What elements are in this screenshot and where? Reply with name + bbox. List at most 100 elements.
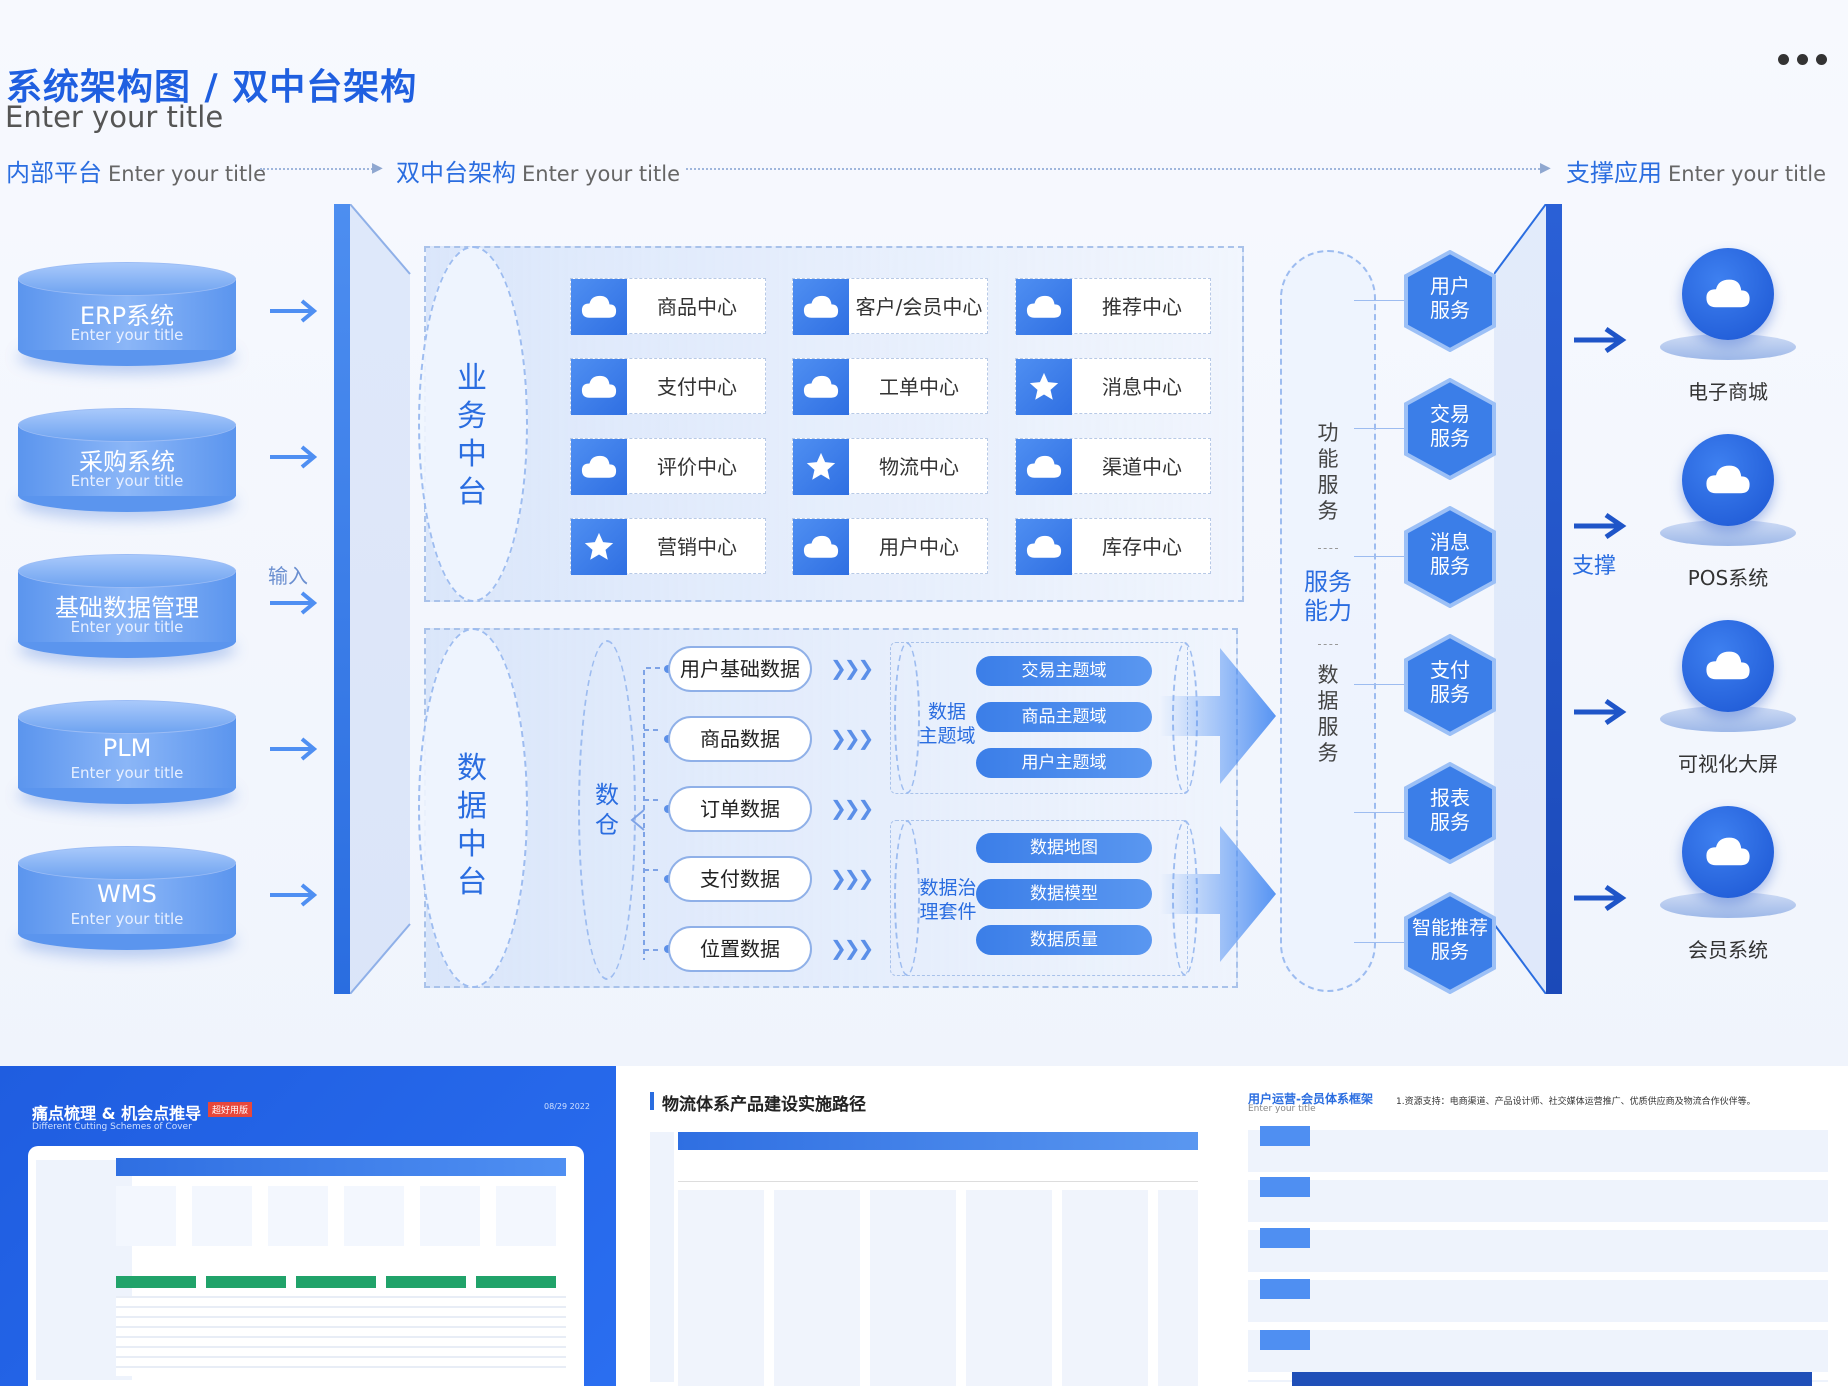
chevrons-icon: ❯❯❯	[830, 726, 874, 750]
cloud-icon	[571, 279, 627, 335]
thumbnail-pain-points[interactable]: 痛点梳理 & 机会点推导 超好用版 Different Cutting Sche…	[0, 1066, 616, 1386]
service-hexagon[interactable]: 用户 服务	[1404, 249, 1496, 353]
data-item-pill[interactable]: 用户基础数据	[668, 646, 812, 692]
thumb2-title: 物流体系产品建设实施路径	[662, 1095, 866, 1115]
business-module[interactable]: 商品中心	[570, 278, 766, 335]
cylinder-top	[18, 554, 236, 588]
service-hexagon[interactable]: 消息 服务	[1404, 505, 1496, 609]
data-item-pill[interactable]: 商品数据	[668, 716, 812, 762]
system-name: ERP系统	[79, 302, 175, 330]
governance-pill[interactable]: 数据模型	[976, 879, 1152, 909]
business-module[interactable]: 评价中心	[570, 438, 766, 495]
business-module[interactable]: 库存中心	[1015, 518, 1211, 575]
system-subtitle: Enter your title	[70, 326, 184, 344]
service-label: 交易 服务	[1430, 402, 1470, 450]
topic-domain-pill[interactable]: 用户主题域	[976, 748, 1152, 778]
business-module[interactable]: 支付中心	[570, 358, 766, 415]
thumb1-header-band	[116, 1158, 566, 1176]
business-platform-oval	[418, 246, 528, 602]
business-platform-label: 业务中台	[452, 360, 492, 512]
module-label: 营销中心	[657, 535, 737, 559]
label-char: 台	[457, 865, 487, 900]
data-platform-label: 数据中台	[452, 750, 492, 902]
cloud-icon[interactable]	[1682, 806, 1774, 898]
service-connector	[1354, 556, 1404, 557]
chevrons-icon: ❯❯❯	[830, 936, 874, 960]
business-module[interactable]: 客户/会员中心	[792, 278, 988, 335]
cloud-icon	[793, 519, 849, 575]
service-capability-label: 服务 能力	[1304, 568, 1352, 625]
service-connector	[1354, 428, 1404, 429]
data-service-label: 数 据 服 务	[1317, 663, 1339, 765]
module-label: 评价中心	[657, 455, 737, 479]
arrow-head-icon: ▶	[372, 160, 383, 176]
thumb1-tag: 超好用版	[208, 1102, 253, 1117]
arrow-right-icon	[1572, 512, 1628, 544]
service-hexagon[interactable]: 报表 服务	[1404, 761, 1496, 865]
label-char: 数	[457, 751, 487, 786]
business-module[interactable]: 物流中心	[792, 438, 988, 495]
capability-divider	[1318, 548, 1338, 549]
thumbnail-logistics-path[interactable]: 物流体系产品建设实施路径	[616, 1066, 1232, 1386]
service-hexagon[interactable]: 交易 服务	[1404, 377, 1496, 481]
business-module[interactable]: 用户中心	[792, 518, 988, 575]
label-char: 数	[595, 781, 619, 809]
input-bar	[334, 204, 350, 994]
cloud-icon	[571, 439, 627, 495]
app-label: 会员系统	[1688, 938, 1768, 962]
module-label: 渠道中心	[1102, 455, 1182, 479]
cylinder-top	[18, 846, 236, 880]
arrow-right-icon	[268, 590, 320, 616]
label-char: 台	[457, 475, 487, 510]
module-label: 库存中心	[1102, 535, 1182, 559]
thumb1-green-row	[116, 1276, 566, 1288]
topic-oval-left	[894, 642, 920, 794]
cloud-icon[interactable]	[1682, 620, 1774, 712]
chevrons-icon: ❯❯❯	[830, 656, 874, 680]
gov-oval-left	[894, 820, 920, 976]
business-module[interactable]: 渠道中心	[1015, 438, 1211, 495]
thumb2-side	[650, 1132, 674, 1382]
app-label: 电子商城	[1688, 380, 1768, 404]
cloud-icon[interactable]	[1682, 434, 1774, 526]
thumb3-title: 用户运营-会员体系框架	[1248, 1092, 1373, 1106]
thumb1-card	[28, 1146, 584, 1386]
governance-label: 数据治 理套件	[919, 877, 977, 923]
thumb3-note: 1.资源支持：电商渠道、产品设计师、社交媒体运营推广、优质供应商及物流合作伙伴等…	[1396, 1097, 1756, 1107]
topic-domain-pill[interactable]: 交易主题域	[976, 656, 1152, 686]
cloud-icon	[1016, 519, 1072, 575]
thumb1-sub: Different Cutting Schemes of Cover	[32, 1122, 192, 1132]
section-middle-title: 双中台架构	[396, 159, 516, 187]
thumbnail-member-ops[interactable]: 用户运营-会员体系框架 Enter your title 1.资源支持：电商渠道…	[1232, 1066, 1848, 1386]
service-hexagon[interactable]: 支付 服务	[1404, 633, 1496, 737]
business-module[interactable]: 消息中心	[1015, 358, 1211, 415]
governance-pill[interactable]: 数据地图	[976, 833, 1152, 863]
arrow-right-icon	[1572, 326, 1628, 358]
label-char: 中	[457, 437, 487, 472]
system-subtitle: Enter your title	[70, 618, 184, 636]
service-hexagon[interactable]: 智能推荐 服务	[1404, 891, 1496, 995]
more-menu-icon[interactable]	[1778, 50, 1838, 70]
arrow-right-icon	[1572, 698, 1628, 730]
topic-domain-pill[interactable]: 商品主题域	[976, 702, 1152, 732]
cloud-icon	[571, 359, 627, 415]
data-item-pill[interactable]: 支付数据	[668, 856, 812, 902]
app-label: 可视化大屏	[1678, 752, 1778, 776]
warehouse-bracket	[630, 667, 660, 960]
cloud-icon	[793, 279, 849, 335]
business-module[interactable]: 营销中心	[570, 518, 766, 575]
business-module[interactable]: 推荐中心	[1015, 278, 1211, 335]
data-item-pill[interactable]: 订单数据	[668, 786, 812, 832]
governance-pill[interactable]: 数据质量	[976, 925, 1152, 955]
data-item-pill[interactable]: 位置数据	[668, 926, 812, 972]
thumb2-grid	[678, 1190, 1198, 1386]
star-icon	[1016, 359, 1072, 415]
business-module[interactable]: 工单中心	[792, 358, 988, 415]
cloud-icon[interactable]	[1682, 248, 1774, 340]
thumb2-phase-band	[678, 1132, 1198, 1150]
support-label: 支撑	[1572, 554, 1617, 579]
